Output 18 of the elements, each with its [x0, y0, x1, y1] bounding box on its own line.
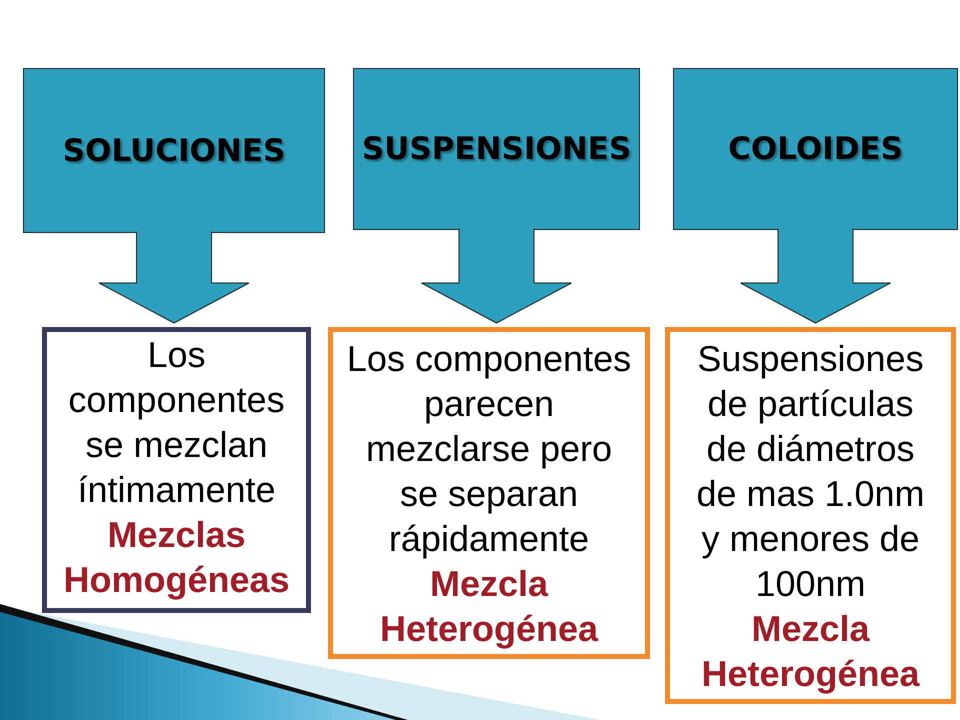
description-text: Suspensiones de partículas de diámetros de mas 1.0nm y menores de 100nm [695, 337, 926, 606]
mixture-type-label: Mezclas Homogéneas [62, 513, 291, 602]
category-heading: COLOIDES [728, 130, 903, 168]
description-box [42, 327, 311, 613]
category-heading: SOLUCIONES [62, 132, 286, 170]
category-box [23, 68, 325, 233]
mixture-type-label: Mezcla Heterogénea [700, 607, 921, 696]
block-arrow [421, 228, 572, 324]
category-heading: SUSPENSIONES [362, 130, 632, 168]
mixture-type-label: Mezcla Heterogénea [378, 562, 600, 651]
description-box [665, 327, 956, 704]
description-box [328, 327, 650, 659]
description-text: Los componentes se mezclan íntimamente [67, 333, 286, 512]
description-text: Los componentes parecen mezclarse pero se separan rápidamente [346, 337, 632, 561]
category-box [673, 68, 958, 230]
block-arrow [740, 228, 891, 324]
category-box [353, 68, 640, 230]
block-arrow [98, 231, 250, 324]
